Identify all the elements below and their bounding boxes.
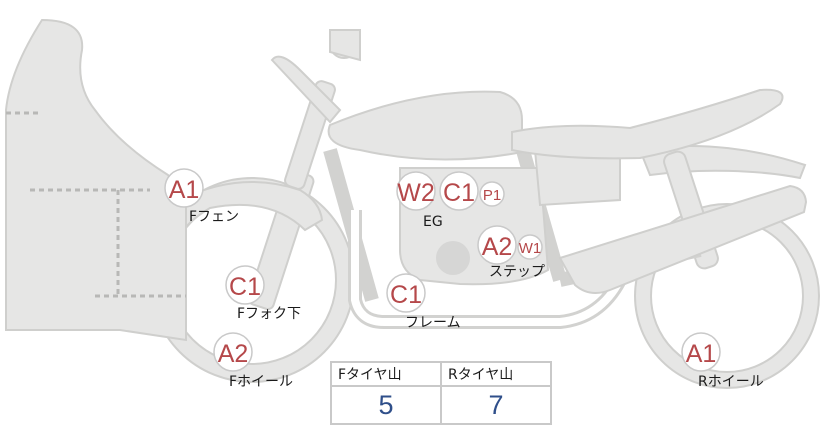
front-fender-shape	[178, 181, 324, 233]
label-frame: フレーム	[405, 315, 461, 331]
badge-engine-w2: W2	[396, 171, 436, 211]
badge-r-wheel: A1	[681, 332, 721, 372]
badge-step-a2: A2	[477, 225, 517, 265]
label-engine: EG	[423, 214, 443, 230]
badge-engine-c1: C1	[439, 171, 479, 211]
label-step: ステップ	[489, 264, 545, 280]
rear-tire-value: 7	[440, 385, 552, 425]
fairing-dotted-lines	[6, 111, 186, 298]
label-f-fender: Fフェン	[189, 209, 239, 225]
svg-text:A1: A1	[686, 340, 717, 368]
svg-text:C1: C1	[443, 179, 475, 207]
damage-badges: A1 C1 A2 W2 C1 P1 A2 W1	[164, 168, 721, 372]
svg-text:P1: P1	[483, 187, 501, 204]
fairing-shape	[5, 18, 187, 342]
part-labels: Fフェン Fフォク下 Fホイール EG フレーム ステップ Rホイール	[189, 209, 764, 390]
tire-tread-table: Fタイヤ山 Rタイヤ山 5 7	[330, 361, 552, 425]
badge-f-fork: C1	[225, 265, 265, 305]
badge-engine-p1: P1	[479, 181, 505, 207]
svg-text:W2: W2	[397, 179, 435, 207]
swingarm-shape	[558, 184, 808, 295]
badge-step-w1: W1	[517, 234, 543, 260]
seat-shape	[511, 88, 784, 160]
badge-f-wheel: A2	[213, 332, 253, 372]
tire-table-header-row: Fタイヤ山 Rタイヤ山	[330, 361, 552, 387]
label-r-wheel: Rホイール	[698, 374, 764, 390]
label-f-wheel: Fホイール	[229, 374, 293, 390]
fuel-tank-shape	[327, 90, 523, 161]
tire-table-value-row: 5 7	[330, 385, 552, 425]
rear-tire-header: Rタイヤ山	[440, 361, 552, 387]
svg-text:C1: C1	[229, 273, 261, 301]
label-f-fork: Fフォク下	[237, 306, 301, 322]
badge-f-fender: A1	[164, 168, 204, 208]
front-tire-header: Fタイヤ山	[330, 361, 442, 387]
engine-cover-shape	[436, 241, 470, 275]
badge-frame: C1	[386, 273, 426, 313]
front-tire-value: 5	[330, 385, 442, 425]
svg-text:A1: A1	[169, 176, 200, 204]
handlebar-shape	[270, 55, 342, 124]
svg-text:A2: A2	[482, 233, 513, 261]
svg-text:A2: A2	[218, 340, 249, 368]
svg-text:C1: C1	[390, 281, 422, 309]
svg-text:W1: W1	[519, 240, 542, 257]
